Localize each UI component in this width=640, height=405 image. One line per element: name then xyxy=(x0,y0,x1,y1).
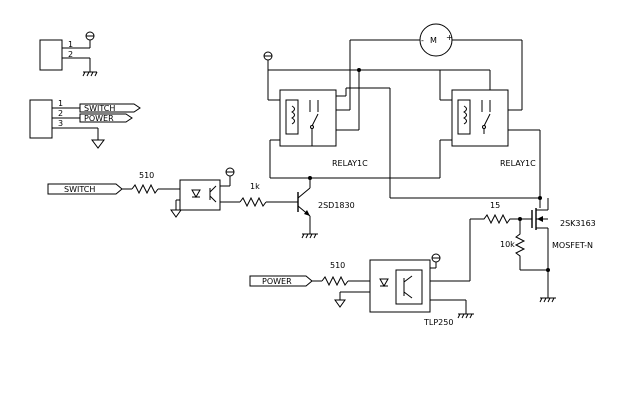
resistor-pulldown-value: 10k xyxy=(500,240,515,249)
connector-top: 1 2 xyxy=(39,31,98,77)
relay-vcc-rail xyxy=(263,51,490,101)
connector-mid-pin-1: 1 xyxy=(58,99,63,108)
ground-icon xyxy=(539,297,556,303)
switch-out-flag xyxy=(79,103,141,113)
resistor-gate xyxy=(470,213,520,225)
resistor-power-in xyxy=(321,275,349,287)
connector-mid-pin-2: 2 xyxy=(58,109,63,118)
connector-top-pin-2: 2 xyxy=(68,50,73,59)
connector-top-body xyxy=(39,39,63,71)
connector-mid-body xyxy=(29,99,53,139)
relay-left: RELAY1C xyxy=(269,40,440,198)
ground-icon xyxy=(301,233,318,239)
led-icon xyxy=(191,189,201,199)
transistor-2sd1830: 2SD1830 xyxy=(297,176,355,239)
relay-right-label: RELAY1C xyxy=(500,159,536,168)
power-input-chain: POWER 510 xyxy=(249,261,370,287)
relay-coil-icon xyxy=(457,99,471,135)
resistor-power-in-value: 510 xyxy=(330,261,345,270)
tlp250-label: TLP250 xyxy=(423,318,453,327)
ground-icon xyxy=(457,313,474,319)
transistor-part-label: 2SD1830 xyxy=(318,201,355,210)
switch-input-flag xyxy=(47,183,123,195)
power-input-flag xyxy=(249,275,313,287)
relay-left-body xyxy=(279,89,337,147)
relay-left-label: RELAY1C xyxy=(332,159,368,168)
motor-minus: - xyxy=(421,36,424,45)
resistor-base-value: 1k xyxy=(250,182,260,191)
relay-right: RELAY1C xyxy=(390,40,542,200)
tlp250-body xyxy=(369,259,431,313)
relay-coil-icon xyxy=(285,99,299,135)
gate-driver-tlp250: TLP250 xyxy=(334,219,474,327)
motor-plus: + xyxy=(446,33,453,42)
power-out-flag xyxy=(79,113,133,123)
photocoupler-switch xyxy=(179,179,221,211)
resistor-switch-in-value: 510 xyxy=(139,171,154,180)
motor: M - + xyxy=(350,23,522,57)
ground-icon xyxy=(82,71,98,77)
relay-right-body xyxy=(451,89,509,147)
mosfet-part-label: 2SK3163 xyxy=(560,219,596,228)
resistor-gate-value: 15 xyxy=(490,201,500,210)
resistor-base xyxy=(239,196,267,208)
resistor-switch-in xyxy=(131,183,159,195)
motor-symbol: M xyxy=(430,36,437,45)
switch-input-label: SWITCH xyxy=(64,185,95,194)
power-out-label: POWER xyxy=(84,114,114,123)
switch-out-label: SWITCH xyxy=(84,104,115,113)
connector-top-pin-1: 1 xyxy=(68,40,73,49)
led-icon xyxy=(379,278,389,288)
switch-input-chain: SWITCH 510 1k xyxy=(47,167,298,218)
connector-mid: 1 2 3 SWITCH POWER xyxy=(29,99,141,149)
resistor-pulldown xyxy=(514,219,526,270)
power-input-label: POWER xyxy=(262,277,292,286)
connector-mid-pin-3: 3 xyxy=(58,119,63,128)
ground-triangle-icon xyxy=(334,299,346,308)
mosfet-type-label: MOSFET-N xyxy=(552,241,593,250)
ground-triangle-icon xyxy=(91,139,105,149)
ground-triangle-icon xyxy=(170,209,182,218)
mosfet-2sk3163: 2SK3163 MOSFET-N 15 10k xyxy=(470,198,596,303)
